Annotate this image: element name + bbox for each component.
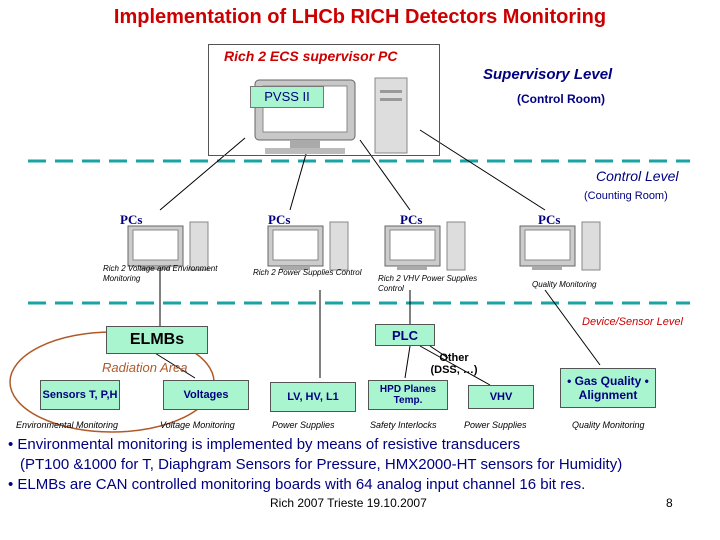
elmbs-box: ELMBs: [106, 326, 208, 354]
pc-icon-2: [267, 221, 349, 271]
bottom-label-safety: Safety Interlocks: [370, 420, 437, 430]
supervisor-pc-frame: [208, 44, 440, 156]
pcs-label-1: PCs: [120, 212, 143, 227]
bullet-line-3: • ELMBs are CAN controlled monitoring bo…: [8, 476, 586, 493]
control-level-label: Control Level: [596, 168, 679, 184]
pc-icon-3: [384, 221, 466, 271]
quality-box: • Gas Quality • Alignment: [560, 368, 656, 408]
footer: Rich 2007 Trieste 19.10.2007: [270, 496, 427, 510]
vhv-box: VHV: [468, 385, 534, 409]
device-level-label: Device/Sensor Level: [582, 316, 683, 328]
sensors-box: Sensors T, P,H: [40, 380, 120, 410]
page-title: Implementation of LHCb RICH Detectors Mo…: [113, 6, 607, 28]
pcs-label-4: PCs: [538, 212, 561, 227]
bullet-line-1: • Environmental monitoring is implemente…: [8, 436, 521, 453]
bullet-line-2: (PT100 &1000 for T, Diaphgram Sensors fo…: [20, 456, 623, 473]
bottom-label-env: Environmental Monitoring: [16, 420, 119, 430]
supervisory-level-label: Supervisory Level: [483, 66, 613, 83]
radiation-area-label: Radiation Area: [102, 360, 188, 375]
supervisor-monitor-icon: [254, 77, 408, 154]
lv-hv-box: LV, HV, L1: [270, 382, 356, 412]
pcs-label-3: PCs: [400, 212, 423, 227]
bottom-label-voltage: Voltage Monitoring: [160, 420, 235, 430]
pc-caption-2: Rich 2 Power Supplies Control: [253, 268, 362, 277]
pc-caption-4: Quality Monitoring: [532, 280, 597, 289]
pc-caption-3: Rich 2 VHV Power Supplies Control: [378, 274, 478, 293]
pc-caption-1: Rich 2 Voltage and Environment Monitorin…: [103, 264, 218, 283]
bottom-label-quality: Quality Monitoring: [572, 420, 645, 430]
counting-room-label: (Counting Room): [584, 190, 668, 202]
supervisor-pc-label: Rich 2 ECS supervisor PC: [224, 48, 398, 64]
pc-icon-1: [127, 221, 209, 271]
page-number: 8: [666, 496, 673, 510]
bottom-label-power-2: Power Supplies: [464, 420, 527, 430]
pc-icon-4: [519, 221, 601, 271]
pvss-label: PVSS II: [250, 86, 324, 108]
other-label: Other (DSS, …): [430, 352, 478, 376]
voltages-box: Voltages: [163, 380, 249, 410]
control-room-label: (Control Room): [517, 92, 605, 106]
hpd-box: HPD Planes Temp.: [368, 380, 448, 410]
bottom-label-power-1: Power Supplies: [272, 420, 335, 430]
pcs-label-2: PCs: [268, 212, 291, 227]
plc-box: PLC: [375, 324, 435, 346]
